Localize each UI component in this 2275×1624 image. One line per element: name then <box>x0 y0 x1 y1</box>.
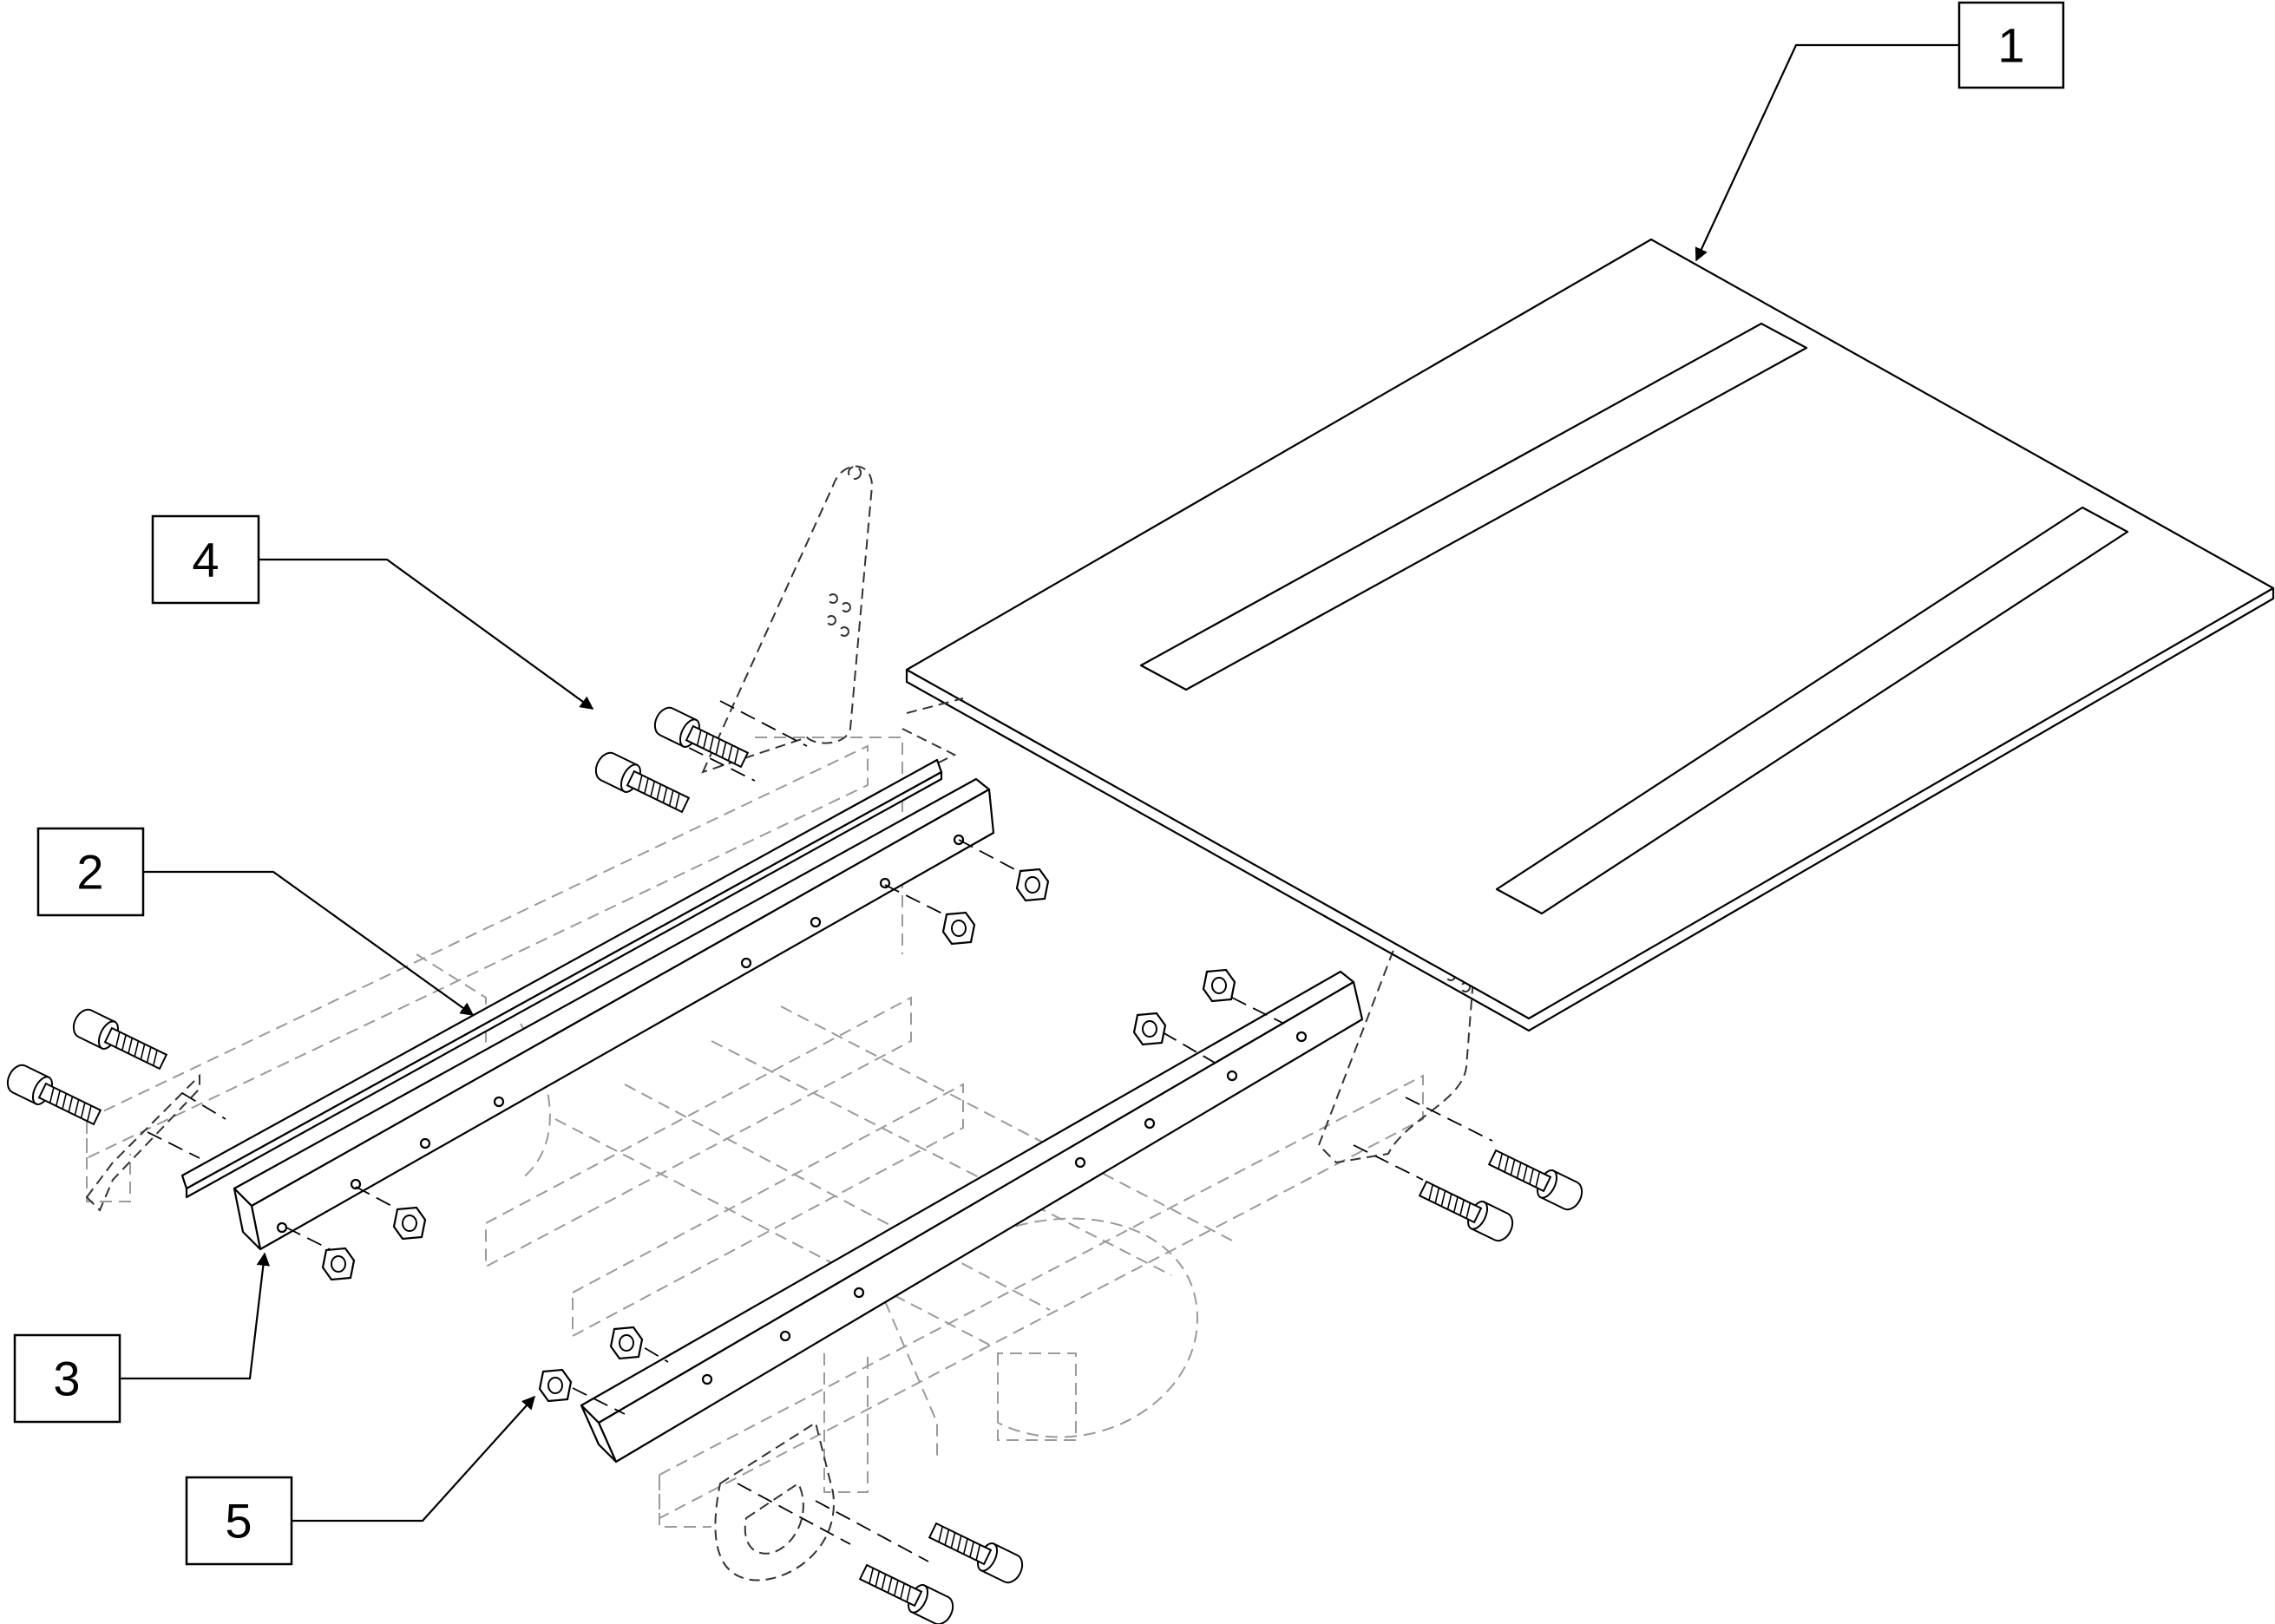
screw <box>1485 1143 1588 1215</box>
angle-rail-left <box>233 777 995 1251</box>
nut <box>1015 868 1050 902</box>
screw <box>2 1060 105 1132</box>
rail-strip-left <box>180 758 943 1199</box>
callout-1-label: 1 <box>1997 18 2024 73</box>
nut <box>538 1368 573 1403</box>
callout-5-label: 5 <box>225 1494 252 1549</box>
side-bracket-phantom-left <box>85 1073 200 1212</box>
callout-2: 2 <box>36 827 145 917</box>
fastener-centerlines <box>147 700 1493 1562</box>
screw <box>590 748 693 820</box>
screw <box>649 703 752 775</box>
screw <box>1415 1174 1518 1246</box>
nut <box>941 911 976 946</box>
callout-4: 4 <box>151 514 260 605</box>
angle-rail-right <box>580 970 1364 1464</box>
nut <box>321 1247 356 1281</box>
nut <box>1202 968 1236 1003</box>
bracket-phantom-rear <box>701 465 874 774</box>
nut <box>609 1326 644 1360</box>
callout-5: 5 <box>185 1476 293 1566</box>
screw <box>68 1005 171 1077</box>
screw <box>856 1557 959 1624</box>
callout-4-label: 4 <box>192 533 219 587</box>
tie-down-loop-phantom <box>714 1421 835 1581</box>
callout-1: 1 <box>1957 1 2065 89</box>
seat-platform <box>901 238 2275 1032</box>
screw <box>925 1516 1028 1588</box>
nut <box>392 1206 427 1241</box>
callout-3-label: 3 <box>53 1352 80 1406</box>
nut <box>1132 1012 1167 1046</box>
callout-2-label: 2 <box>76 845 103 900</box>
callout-3: 3 <box>13 1333 121 1424</box>
leader-lines <box>120 43 1959 1522</box>
